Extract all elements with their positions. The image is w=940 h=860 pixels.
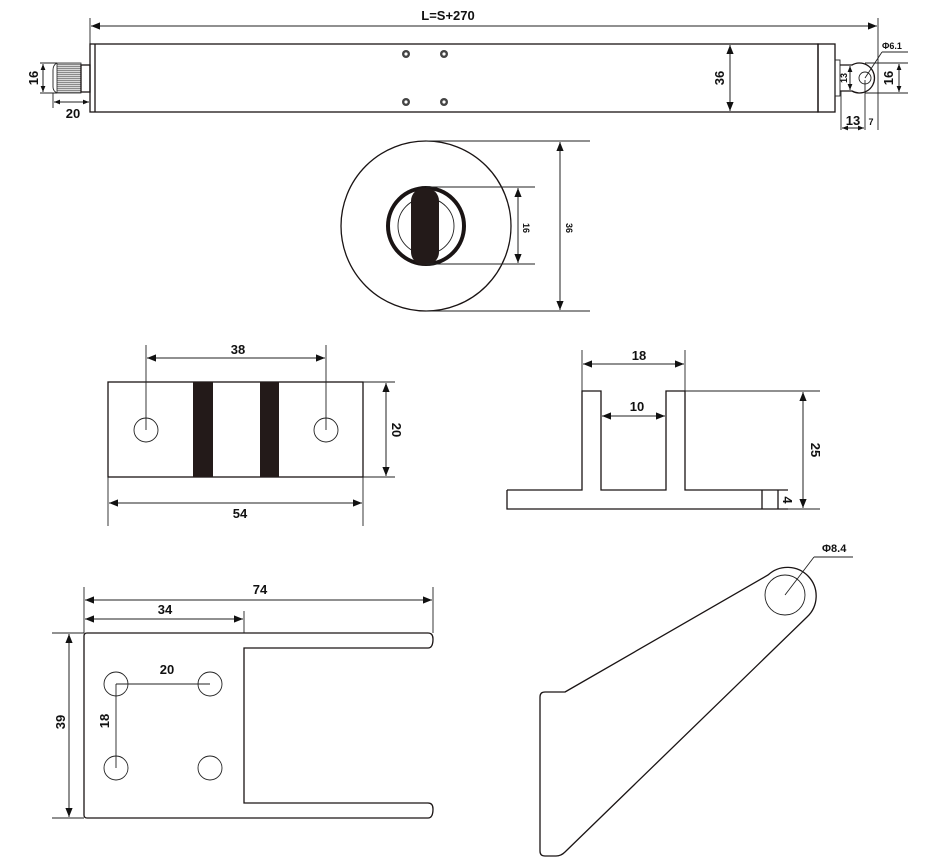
rod-offset-b-label: 7 [868,117,873,127]
end-cap [817,43,836,113]
slot-bar [411,188,439,265]
actuator-end-view: 16 36 [340,140,590,312]
bracket-top-view: 38 20 54 [107,342,404,526]
rod-offset-a-label: 13 [846,113,860,128]
actuator-tube [89,43,819,113]
body-diameter-label: 36 [712,71,727,85]
rod-end-eye [840,62,876,94]
end-flange [834,59,841,97]
length-label: 54 [233,506,248,521]
hole-spacing-label: 38 [231,342,245,357]
slot-height-label: 16 [521,223,531,233]
rod-end-hole-label: Φ6.1 [882,41,902,51]
link-arm-hole-label: Φ8.4 [822,543,847,555]
screw-icon [402,50,410,58]
knob-diameter-label: 16 [26,71,41,85]
leader-line [864,51,883,79]
screw-icon [440,50,448,58]
actuator-side-view: L=S+270 36 16 20 [26,8,908,131]
screw-icon [402,98,410,106]
rod-neck-label: 13 [839,73,849,83]
outer-diameter-label: 36 [564,223,574,233]
rod-end-diameter-label: 16 [881,71,896,85]
link-arm-view: Φ8.4 [539,543,853,857]
screw-icon [440,98,448,106]
base-thickness-label: 4 [780,496,795,504]
hole-spacing-x-label: 20 [160,662,174,677]
mount-plate-outline [83,632,434,819]
knurled-knob [56,62,82,94]
width-label: 20 [389,423,404,437]
bracket-plate [107,381,364,478]
knob-shaft [80,64,91,93]
inner-gap-label: 10 [630,399,644,414]
overall-length-label: L=S+270 [421,8,475,23]
link-arm-hole [764,574,806,616]
knob-chamfer [52,62,58,94]
height-label: 25 [808,443,823,457]
knob-length-label: 20 [66,106,80,121]
mounting-hole [197,755,223,781]
plate-width-label: 34 [158,602,173,617]
bracket-rib [260,382,279,477]
mount-plate-view: 20 18 74 34 39 [52,582,434,819]
bracket-rib [193,382,213,477]
link-arm-outline [539,566,817,857]
height-label: 39 [53,715,68,729]
leader-line [784,556,815,596]
bracket-profile-view: 18 10 25 4 [506,348,823,510]
hole-spacing-y-label: 18 [97,714,112,728]
outer-width-label: 18 [632,348,646,363]
bracket-profile-outline [506,390,788,510]
overall-length-label: 74 [253,582,268,597]
